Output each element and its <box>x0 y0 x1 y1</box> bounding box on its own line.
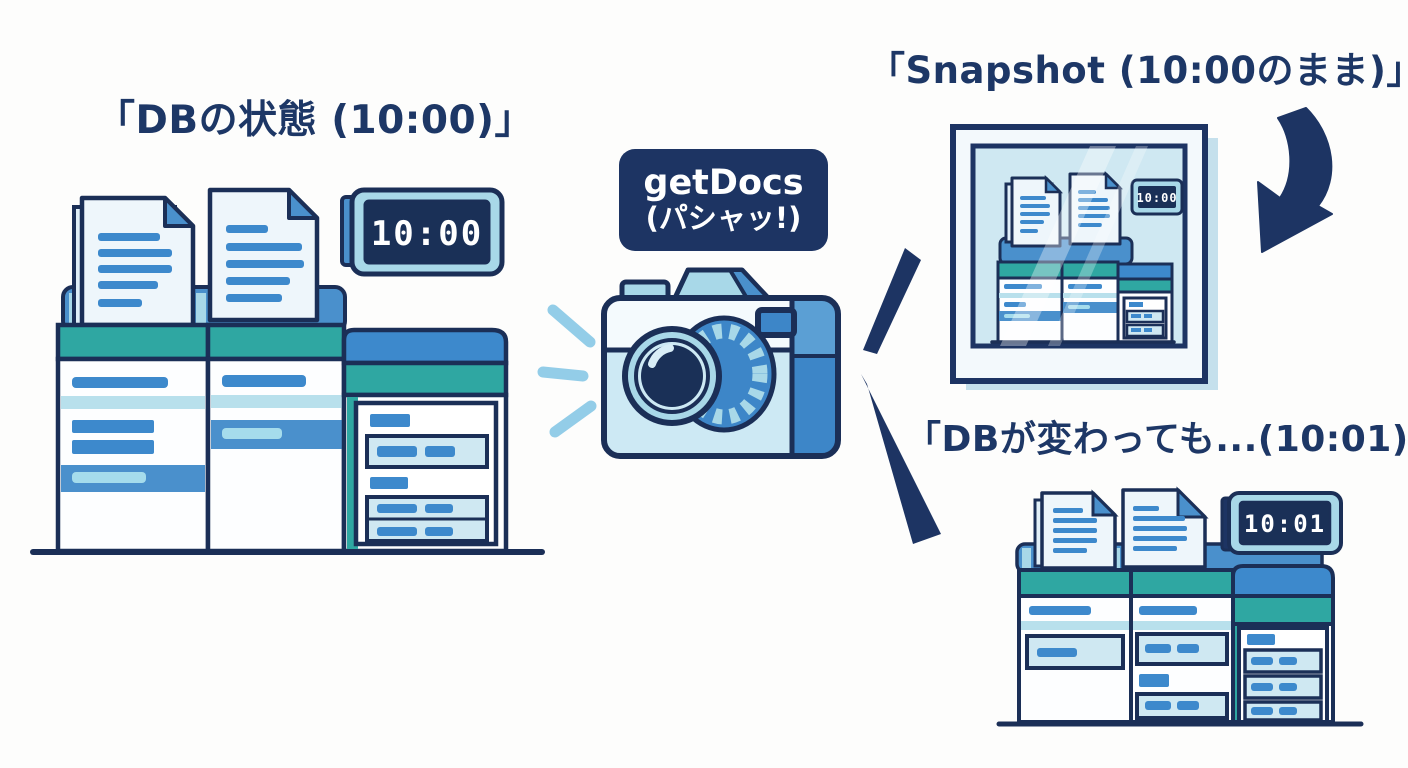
left-db-title: 「DBの状態 (10:00)」 <box>96 98 534 143</box>
camera-lens <box>622 315 777 433</box>
document-icon <box>207 187 320 323</box>
clock-time: 10:01 <box>1244 510 1326 538</box>
flash-lines-icon <box>537 304 597 438</box>
cabinet-column <box>205 322 347 554</box>
changed-db-illustration: 10:01 <box>996 486 1364 727</box>
camera-window <box>755 307 797 338</box>
record-box <box>1243 648 1323 674</box>
record-box <box>1135 692 1229 720</box>
polaroid-snapshot: 10:00 <box>950 124 1218 390</box>
connector-strokes <box>861 248 941 544</box>
cabinet-column <box>341 327 509 554</box>
cabinet-column <box>1017 568 1133 724</box>
record-box <box>1243 700 1323 722</box>
record-box <box>365 434 489 469</box>
record-box <box>1243 674 1323 700</box>
left-db-illustration: 10:00 <box>30 187 545 555</box>
getdocs-label: getDocs (パシャッ!) <box>619 149 828 251</box>
camera-icon <box>601 267 841 459</box>
getdocs-label-line1: getDocs <box>643 162 804 203</box>
getdocs-label-line2: (パシャッ!) <box>645 200 802 235</box>
document-icon <box>1121 486 1209 569</box>
clock-time: 10:00 <box>371 214 483 254</box>
record-box <box>365 495 489 543</box>
digital-clock: 10:01 <box>1220 491 1343 555</box>
lens-highlight <box>648 344 674 368</box>
mini-db-scene: 10:00 <box>990 170 1184 344</box>
document-icon <box>72 195 196 328</box>
cabinet-column <box>55 322 211 554</box>
record-box <box>1135 632 1229 666</box>
cabinet-column <box>1231 564 1335 724</box>
camera-ray-bottom-icon <box>861 374 941 544</box>
digital-clock: 10:00 <box>340 187 505 277</box>
digital-clock: 10:00 <box>1130 178 1184 216</box>
camera-ray-top-icon <box>863 248 921 354</box>
clock-time: 10:00 <box>1136 191 1177 205</box>
document-text-lines <box>226 225 304 302</box>
curved-arrow-icon <box>1257 107 1333 253</box>
changed-db-title: 「DBが変わっても...(10:01)」 <box>905 419 1408 460</box>
document-text-lines <box>98 233 172 307</box>
glass-reflection <box>1000 146 1148 346</box>
snapshot-title: 「Snapshot (10:00のまま)」 <box>868 49 1408 92</box>
document-icon <box>1033 489 1119 570</box>
cabinet-column <box>1129 568 1235 724</box>
